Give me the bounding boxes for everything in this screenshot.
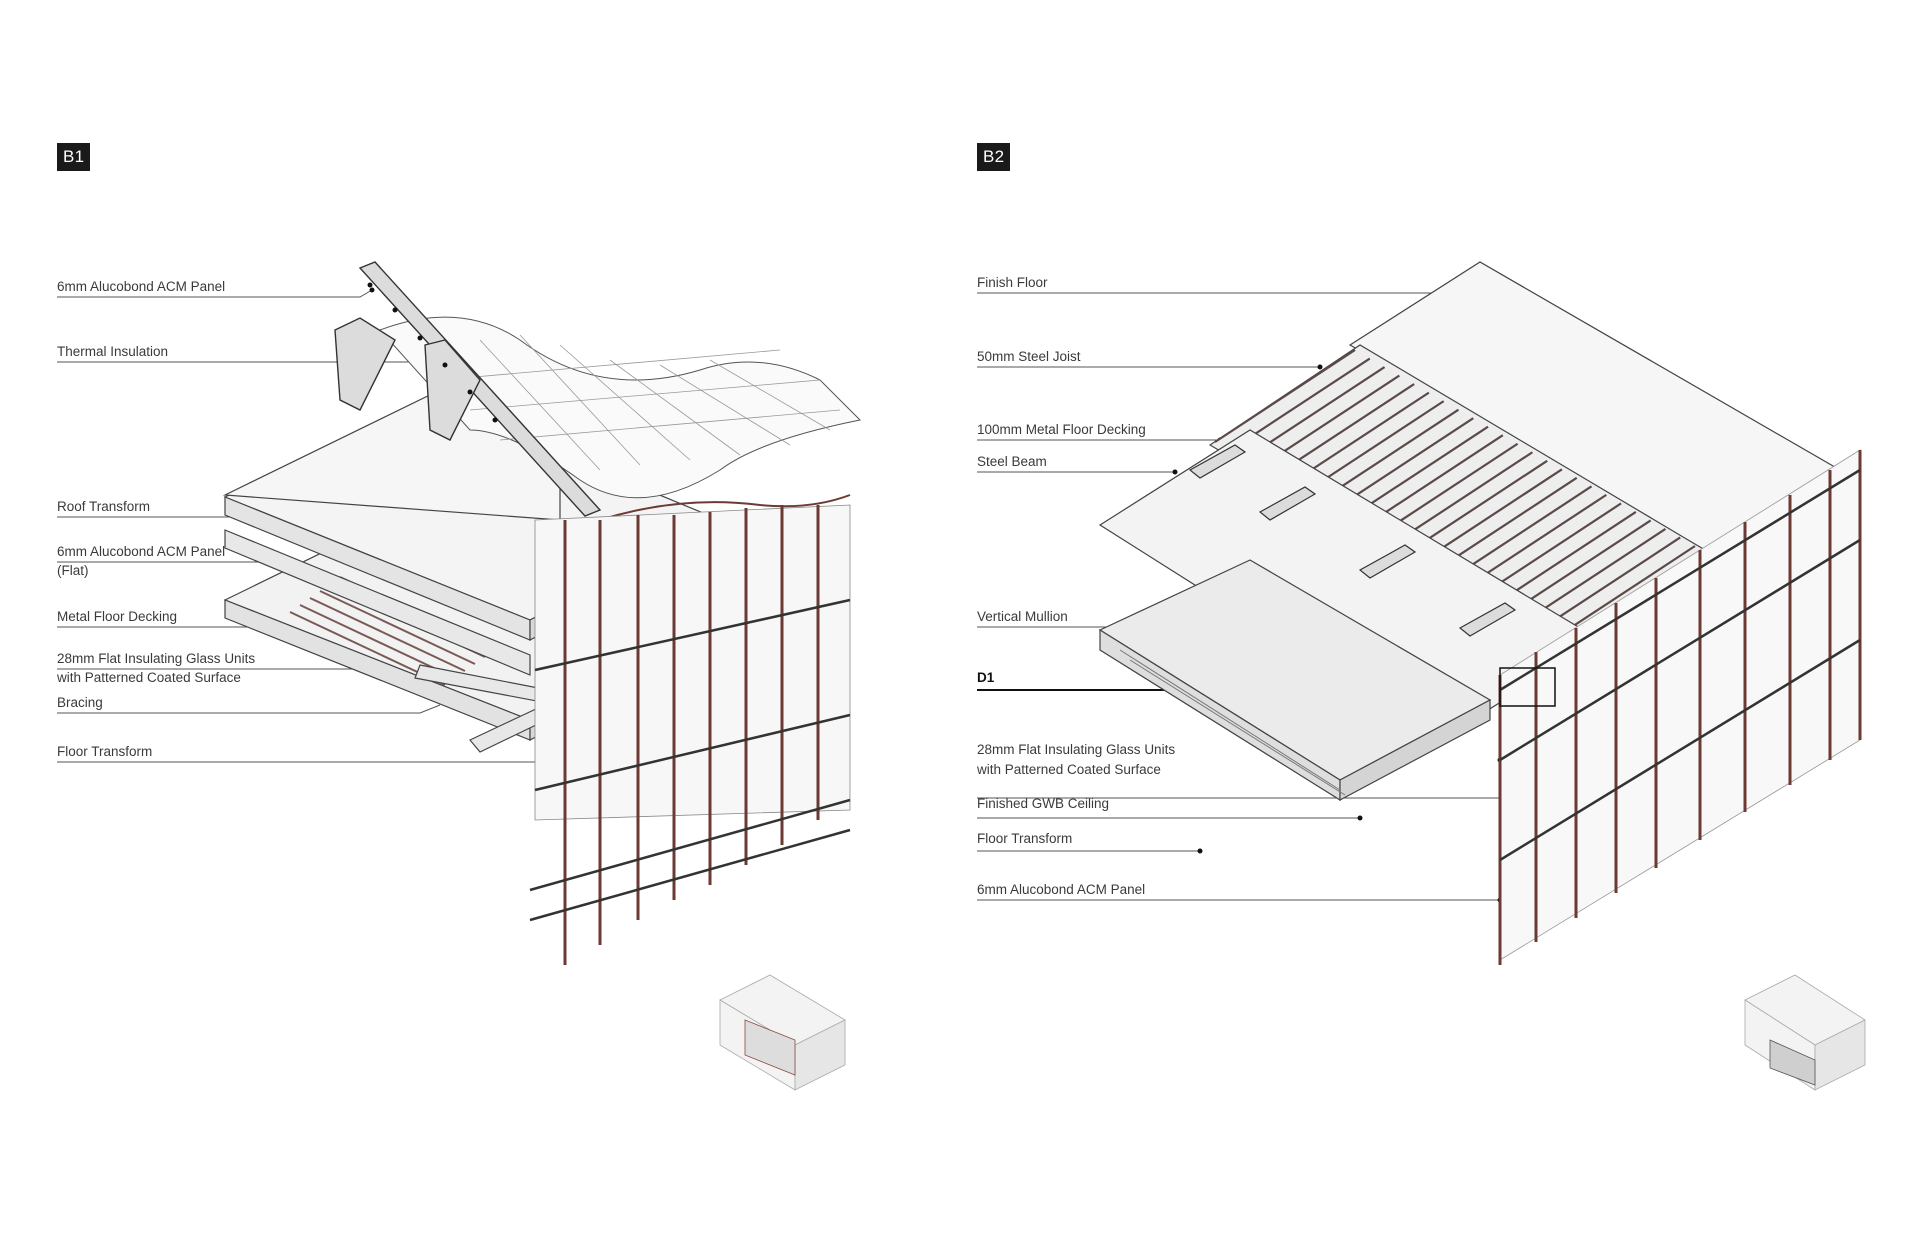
steel-joist: [1495, 510, 1637, 605]
key-thumbnail: [719, 974, 846, 1091]
steel-joist: [1480, 502, 1622, 597]
steel-joist: [1214, 349, 1356, 443]
panel-badge: B1: [57, 143, 91, 171]
label-roof-transform: Roof Transform: [57, 499, 151, 514]
panel-b1: B1: [57, 143, 862, 1091]
label-bracing: Bracing: [57, 695, 103, 710]
label-glass-units-2: with Patterned Coated Surface: [57, 670, 241, 685]
label-metal-floor-decking: Metal Floor Decking: [57, 609, 178, 624]
vertical-mullions: [1498, 450, 1862, 965]
label-vertical-mullion: Vertical Mullion: [977, 609, 1068, 624]
steel-joist: [1465, 493, 1607, 588]
horizontal-transoms: [1499, 468, 1861, 862]
label-d1: D1: [977, 670, 995, 685]
label-metal-floor-decking: 100mm Metal Floor Decking: [977, 422, 1146, 437]
panel-b2: B2: [960, 0, 1920, 1242]
floor-facade-exploded-axonometric: [977, 261, 1866, 1091]
roof-facade-exploded-axonometric: [57, 261, 862, 1091]
steel-beams: [1188, 444, 1517, 637]
steel-joist: [1406, 459, 1548, 554]
steel-joist: [1450, 485, 1593, 580]
facade-glass: [534, 504, 851, 821]
horizontal-transoms: [529, 598, 851, 922]
steel-joist: [1436, 476, 1578, 571]
label-glass-units-2: with Patterned Coated Surface: [977, 762, 1161, 777]
vertical-mullions: [563, 505, 820, 965]
label-finish-floor: Finish Floor: [977, 275, 1048, 290]
label-acm-panel-flat-2: (Flat): [57, 563, 89, 578]
label-floor-transform: Floor Transform: [57, 744, 153, 759]
steel-joist: [1421, 468, 1563, 563]
label-acm-panel-flat: 6mm Alucobond ACM Panel: [57, 544, 226, 559]
ceiling-ribs: [1119, 649, 1346, 796]
label-acm-panel: 6mm Alucobond ACM Panel: [977, 882, 1146, 897]
key-thumbnail: [1744, 974, 1866, 1091]
label-steel-beam: Steel Beam: [977, 454, 1047, 469]
roof-fins: [334, 261, 602, 517]
steel-joist: [1524, 528, 1667, 622]
steel-joist: [1539, 536, 1681, 631]
label-gwb-ceiling: Finished GWB Ceiling: [977, 796, 1110, 811]
detail-d1-box: [1499, 667, 1556, 707]
label-glass-units: 28mm Flat Insulating Glass Units: [977, 742, 1176, 757]
label-steel-joist: 50mm Steel Joist: [977, 349, 1081, 364]
label-acm-panel: 6mm Alucobond ACM Panel: [57, 279, 226, 294]
steel-joist: [1554, 545, 1696, 639]
steel-joist: [1510, 519, 1652, 614]
label-glass-units: 28mm Flat Insulating Glass Units: [57, 651, 256, 666]
fin-bolts: [367, 282, 498, 423]
roof-panel-grid: [439, 334, 841, 471]
ceiling-slab: [1098, 559, 1492, 802]
label-floor-transform: Floor Transform: [977, 831, 1073, 846]
label-thermal-insulation: Thermal Insulation: [57, 344, 169, 359]
panel-badge: B2: [977, 143, 1011, 171]
